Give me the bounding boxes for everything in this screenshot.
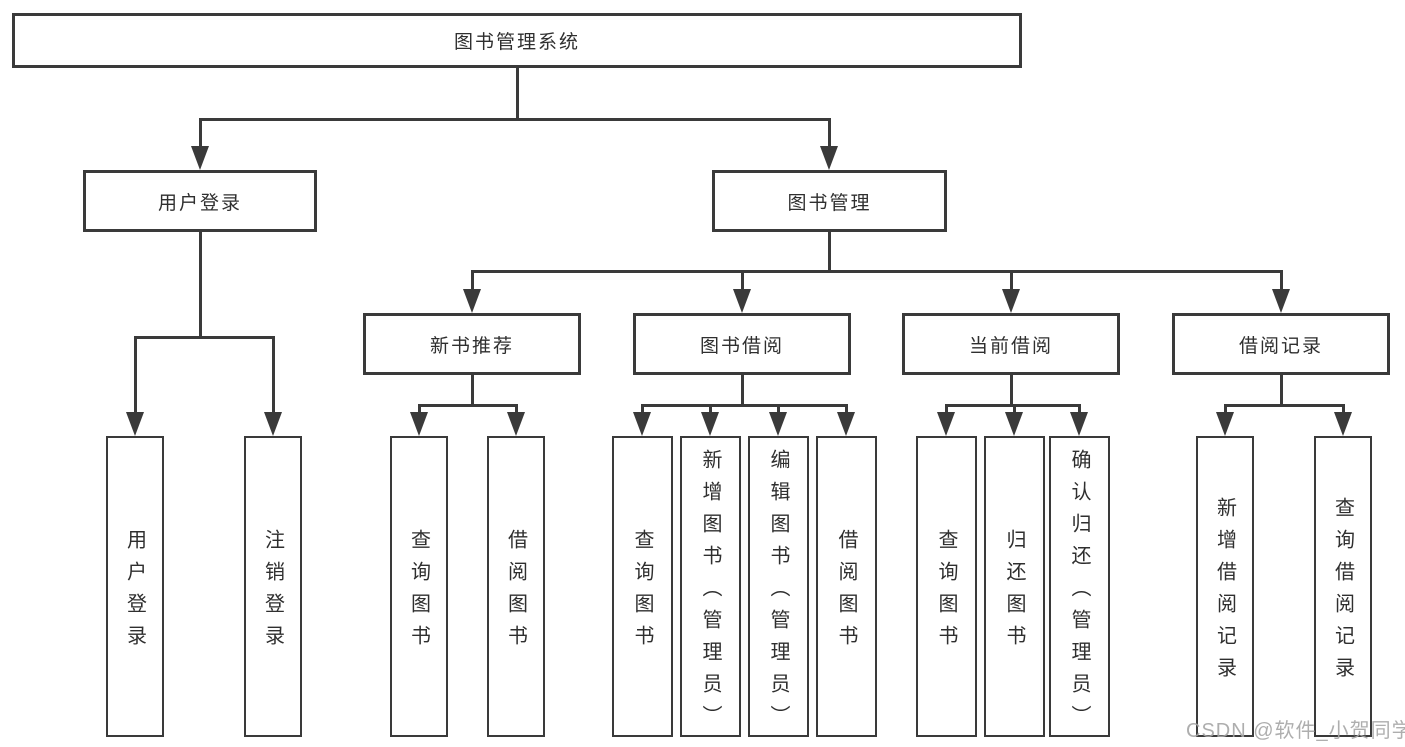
leaf-label: 编辑图书（管理员） <box>767 448 789 737</box>
connector-line <box>418 404 518 407</box>
node-label: 图书管理系统 <box>453 32 580 53</box>
connector-line <box>418 404 421 413</box>
connector-line <box>945 404 1081 407</box>
leaf-query-borrow-record: 查询借阅记录 <box>1314 436 1372 737</box>
leaf-label: 新增借阅记录 <box>1213 496 1236 689</box>
connector-line <box>471 270 1283 273</box>
node-label: 当前借阅 <box>968 335 1053 357</box>
connector-line <box>845 404 848 413</box>
connector-line <box>741 375 744 404</box>
node-label: 图书管理 <box>787 192 872 214</box>
arrowhead-icon <box>1002 289 1020 313</box>
node-label: 图书借阅 <box>699 335 784 357</box>
arrowhead-icon <box>264 412 282 436</box>
arrowhead-icon <box>937 412 955 436</box>
connector-line <box>471 375 474 404</box>
arrowhead-icon <box>769 412 787 436</box>
arrowhead-icon <box>410 412 428 436</box>
connector-line <box>1010 375 1013 404</box>
connector-line <box>828 118 831 147</box>
leaf-label: 查询借阅记录 <box>1331 496 1354 689</box>
arrowhead-icon <box>1334 412 1352 436</box>
leaf-query-books: 查询图书 <box>390 436 448 737</box>
arrowhead-icon <box>1005 412 1023 436</box>
connector-line <box>471 270 474 290</box>
leaf-query-books: 查询图书 <box>612 436 673 737</box>
connector-line <box>1280 375 1283 404</box>
connector-line <box>515 404 518 413</box>
connector-line <box>945 404 948 413</box>
arrowhead-icon <box>1272 289 1290 313</box>
leaf-add-borrow-record: 新增借阅记录 <box>1196 436 1254 737</box>
connector-line <box>272 336 275 414</box>
connector-line <box>1078 404 1081 413</box>
leaf-label: 确认归还（管理员） <box>1068 448 1090 737</box>
connector-line <box>1280 270 1283 290</box>
node-book-borrowing: 图书借阅 <box>633 313 851 375</box>
leaf-edit-books-admin: 编辑图书（管理员） <box>748 436 809 737</box>
leaf-add-books-admin: 新增图书（管理员） <box>680 436 741 737</box>
arrowhead-icon <box>820 146 838 170</box>
node-library-system: 图书管理系统 <box>12 13 1022 68</box>
leaf-label: 注销登录 <box>261 528 284 657</box>
leaf-logout: 注销登录 <box>244 436 302 737</box>
leaf-borrow-books: 借阅图书 <box>816 436 877 737</box>
leaf-label: 借阅图书 <box>835 528 857 657</box>
node-label: 新书推荐 <box>429 335 514 357</box>
leaf-label: 用户登录 <box>123 528 146 657</box>
connector-line <box>134 336 137 414</box>
leaf-label: 新增图书（管理员） <box>699 448 721 737</box>
arrowhead-icon <box>463 289 481 313</box>
leaf-label: 查询图书 <box>407 528 430 657</box>
arrowhead-icon <box>733 289 751 313</box>
node-current-borrowing: 当前借阅 <box>902 313 1120 375</box>
connector-line <box>199 232 202 336</box>
leaf-label: 借阅图书 <box>504 528 527 657</box>
connector-line <box>199 118 202 147</box>
arrowhead-icon <box>507 412 525 436</box>
arrowhead-icon <box>1070 412 1088 436</box>
connector-line <box>828 232 831 270</box>
connector-line <box>641 404 848 407</box>
connector-line <box>1013 404 1016 413</box>
arrowhead-icon <box>1216 412 1234 436</box>
arrowhead-icon <box>126 412 144 436</box>
leaf-user-login: 用户登录 <box>106 436 164 737</box>
leaf-confirm-return-admin: 确认归还（管理员） <box>1049 436 1110 737</box>
connector-line <box>741 270 744 290</box>
arrowhead-icon <box>191 146 209 170</box>
connector-line <box>709 404 712 413</box>
connector-line <box>1224 404 1227 413</box>
connector-line <box>516 68 519 118</box>
node-borrowing-records: 借阅记录 <box>1172 313 1390 375</box>
arrowhead-icon <box>633 412 651 436</box>
connector-line <box>1010 270 1013 290</box>
leaf-return-books: 归还图书 <box>984 436 1045 737</box>
leaf-label: 归还图书 <box>1003 528 1025 657</box>
leaf-label: 查询图书 <box>935 528 957 657</box>
leaf-label: 查询图书 <box>631 528 653 657</box>
leaf-query-books: 查询图书 <box>916 436 977 737</box>
leaf-borrow-books: 借阅图书 <box>487 436 545 737</box>
connector-line <box>134 336 275 339</box>
connector-line <box>777 404 780 413</box>
node-user-login: 用户登录 <box>83 170 317 232</box>
node-new-book-recommend: 新书推荐 <box>363 313 581 375</box>
node-label: 用户登录 <box>157 192 242 214</box>
node-label: 借阅记录 <box>1238 335 1323 357</box>
arrowhead-icon <box>837 412 855 436</box>
connector-line <box>1224 404 1345 407</box>
arrowhead-icon <box>701 412 719 436</box>
node-book-management: 图书管理 <box>712 170 947 232</box>
connector-line <box>1342 404 1345 413</box>
watermark: CSDN @软件_小贺同学 <box>1186 720 1405 742</box>
connector-line <box>199 118 831 121</box>
connector-line <box>641 404 644 413</box>
